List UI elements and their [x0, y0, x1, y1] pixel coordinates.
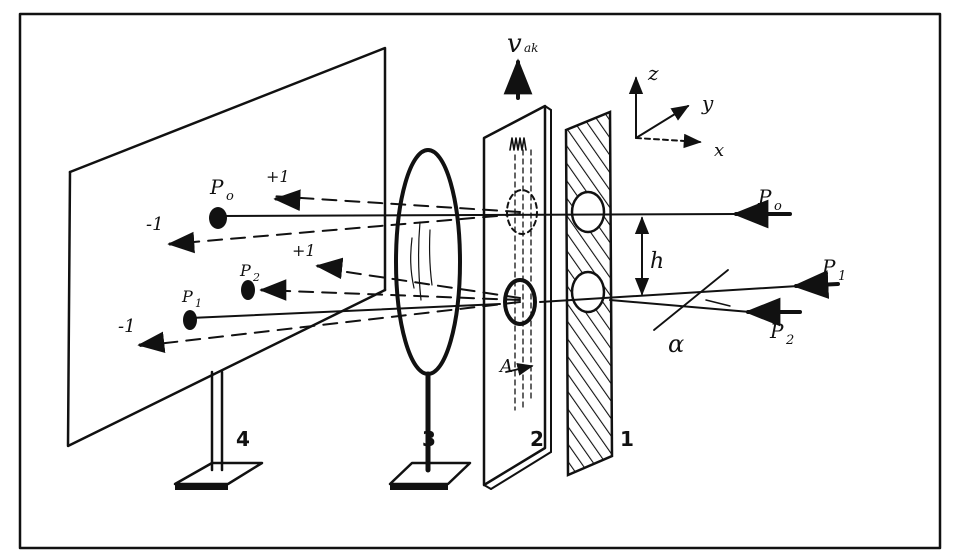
beam-p2-label: P — [769, 319, 784, 343]
beam-p2 — [609, 297, 802, 327]
velocity-sub: ak — [524, 41, 538, 55]
component-3-label: 3 — [422, 427, 436, 451]
spot-p0-sub: o — [226, 189, 234, 204]
marker-a-label: A — [498, 356, 513, 377]
velocity-label: v — [507, 29, 522, 59]
beam-p1-label: P — [821, 255, 836, 279]
labels: v ak z y x P o P 1 P 2 P o P 2 P 1 +1 -1… — [118, 29, 846, 451]
coordinate-axes — [628, 76, 702, 149]
beam-p0 — [219, 199, 792, 229]
spot-p2 — [241, 280, 255, 300]
order-plus1-top: +1 — [266, 167, 290, 186]
spot-p2-sub: 2 — [252, 271, 260, 284]
aperture-mask — [564, 110, 614, 477]
spot-p0 — [209, 207, 227, 229]
component-4-label: 4 — [236, 427, 250, 451]
axis-y-label: y — [701, 91, 714, 115]
spot-p2-label: P — [239, 261, 251, 280]
spot-p1-sub: 1 — [195, 297, 202, 310]
spot-p1-label: P — [181, 287, 193, 306]
outer-frame — [18, 12, 942, 550]
beam-p2-sub: 2 — [785, 333, 794, 348]
axis-z-label: z — [647, 61, 659, 85]
lens-stand — [388, 371, 472, 490]
screen — [66, 46, 387, 448]
focal-spots — [183, 207, 255, 330]
spot-p0-label: P — [209, 175, 224, 199]
beam-p0-sub: o — [774, 199, 782, 214]
angle-alpha-indicator — [653, 269, 731, 331]
diffraction-orders — [137, 189, 521, 354]
component-2-label: 2 — [530, 427, 544, 451]
order-plus1-mid: +1 — [292, 241, 316, 260]
order-minus1-bottom: -1 — [118, 316, 136, 337]
order-minus1-left: -1 — [146, 214, 164, 235]
spot-p1 — [183, 310, 197, 330]
angle-alpha-label: α — [668, 330, 684, 358]
beam-p0-label: P — [757, 185, 772, 209]
component-1-label: 1 — [620, 427, 634, 451]
beam-p1 — [189, 270, 840, 319]
beam-p1-sub: 1 — [838, 269, 846, 284]
axis-x-label: x — [714, 140, 724, 161]
distance-h-label: h — [650, 249, 664, 274]
object-slide — [482, 104, 552, 490]
screen-stand — [173, 370, 264, 490]
lens — [394, 148, 462, 376]
